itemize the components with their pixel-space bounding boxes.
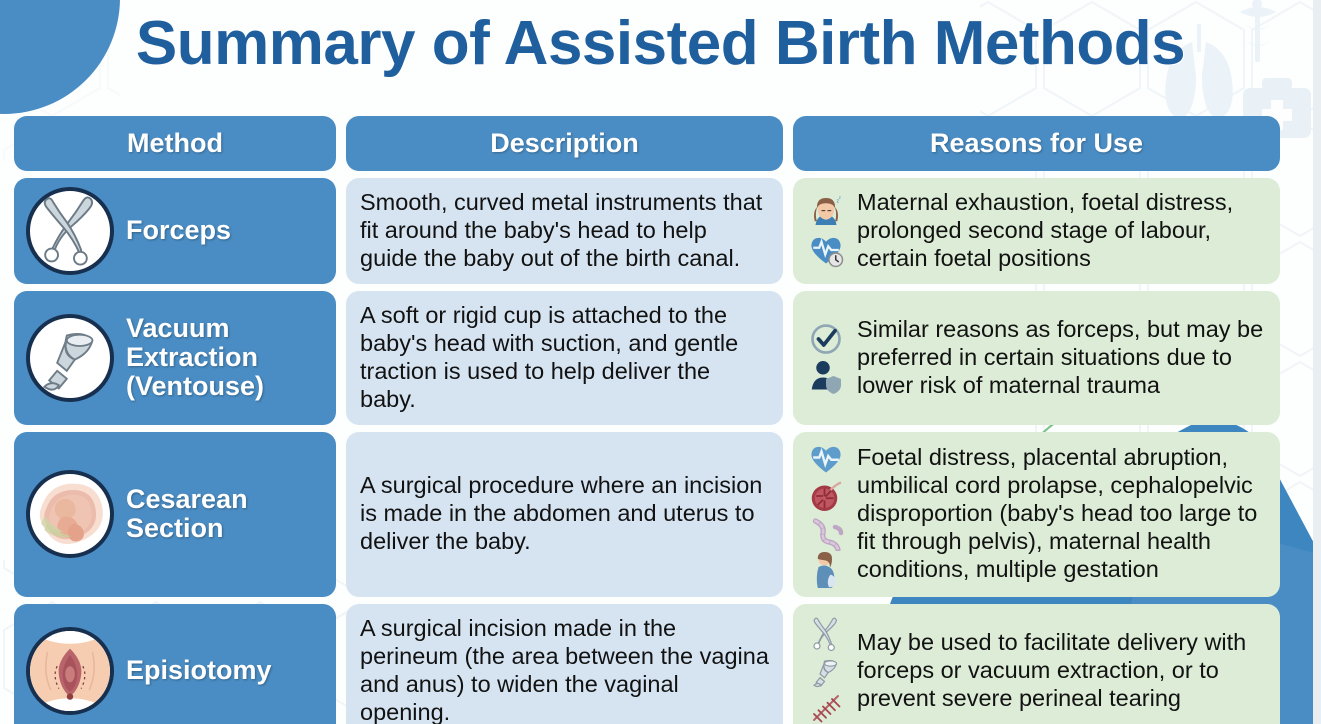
column-header-description: Description [346, 116, 783, 171]
reasons-text: May be used to facilitate delivery with … [857, 628, 1247, 711]
table-row: Forceps Smooth, curved metal instruments… [14, 178, 1280, 284]
method-label: Cesarean Section [126, 484, 248, 544]
reasons-cell: Similar reasons as forceps, but may be p… [793, 291, 1280, 425]
method-label: Vacuum Extraction (Ventouse) [126, 313, 265, 402]
method-cell-vacuum-extraction[interactable]: Vacuum Extraction (Ventouse) [14, 291, 336, 425]
person-shield-icon [811, 361, 841, 395]
right-edge-strip [1313, 0, 1321, 724]
perineum-icon [26, 626, 114, 715]
method-cell-forceps[interactable]: Forceps [14, 178, 336, 284]
placenta-icon [811, 481, 842, 511]
reasons-cell: Foetal distress, placental abruption, um… [793, 431, 1280, 597]
description-cell: Smooth, curved metal instruments that fi… [346, 178, 783, 284]
table-row: Vacuum Extraction (Ventouse) A soft or r… [14, 291, 1280, 425]
reasons-text: Foetal distress, placental abruption, um… [857, 444, 1258, 583]
reason-icon-stack [803, 321, 849, 395]
reasons-text: Maternal exhaustion, foetal distress, pr… [857, 189, 1234, 271]
table-header-row: Method Description Reasons for Use [14, 116, 1280, 171]
ventouse-cup-icon [26, 313, 114, 402]
reason-icon-stack [803, 441, 849, 588]
description-cell: A surgical procedure where an incision i… [346, 431, 783, 597]
method-cell-cesarean-section[interactable]: Cesarean Section [14, 431, 336, 597]
method-label: Episiotomy [126, 655, 272, 686]
table-row: Cesarean Section A surgical procedure wh… [14, 431, 1280, 597]
sutures-icon [813, 694, 841, 723]
reasons-cell: May be used to facilitate delivery with … [793, 603, 1280, 724]
method-label: Forceps [126, 215, 232, 246]
fetus-in-womb-icon [26, 470, 114, 559]
column-header-reasons: Reasons for Use [793, 116, 1280, 171]
forceps-small-icon [813, 617, 837, 651]
reasons-cell: z z Maternal exhaustion, foetal distress… [793, 178, 1280, 284]
tired-woman-icon: z z [814, 195, 842, 225]
forceps-icon [26, 187, 114, 275]
column-header-method: Method [14, 116, 336, 171]
umbilical-cord-icon [812, 518, 844, 551]
method-cell-episiotomy[interactable]: Episiotomy [14, 603, 336, 724]
table-row: Episiotomy A surgical incision made in t… [14, 603, 1280, 724]
pregnant-woman-icon [816, 551, 836, 588]
check-circle-icon [811, 324, 841, 355]
methods-table: Method Description Reasons for Use [14, 116, 1280, 724]
reason-icon-stack [803, 616, 849, 724]
reasons-text: Similar reasons as forceps, but may be p… [857, 315, 1264, 398]
description-cell: A surgical incision made in the perineum… [346, 603, 783, 724]
heart-pulse-clock-icon [811, 237, 844, 267]
svg-text:z: z [839, 195, 842, 200]
reason-icon-stack: z z [803, 195, 849, 268]
description-cell: A soft or rigid cup is attached to the b… [346, 291, 783, 425]
page-title: Summary of Assisted Birth Methods [135, 9, 1186, 78]
heart-pulse-icon [811, 446, 841, 473]
ventouse-small-icon [813, 659, 838, 687]
svg-text:z: z [837, 198, 840, 204]
